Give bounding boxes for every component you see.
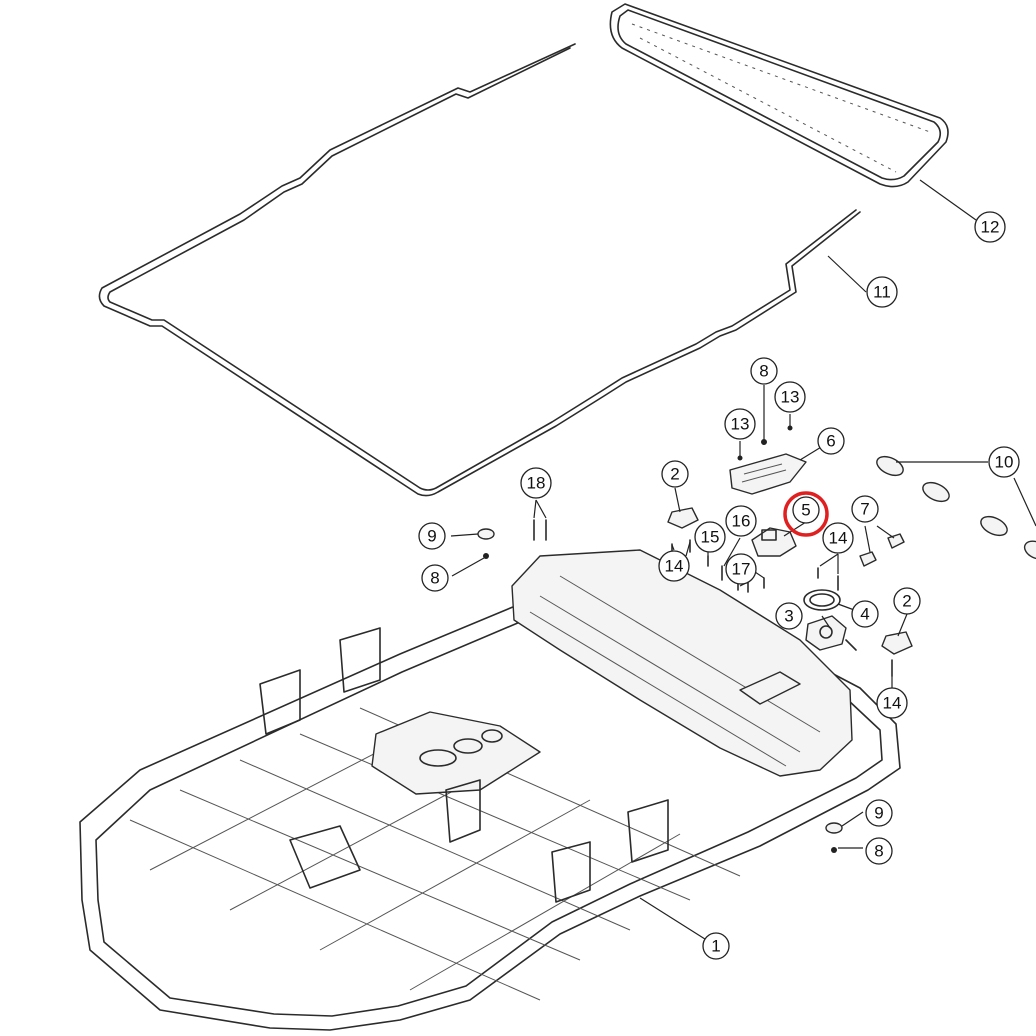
callout-12: 12 xyxy=(974,211,1006,243)
cross-bracket-part xyxy=(259,627,669,903)
callout-8: 8 xyxy=(865,837,893,865)
callout-9: 9 xyxy=(865,799,893,827)
svg-text:11: 11 xyxy=(873,283,891,302)
callout-16: 16 xyxy=(725,505,757,537)
callout-11: 11 xyxy=(866,276,898,308)
callout-14: 14 xyxy=(822,522,854,554)
callout-1: 1 xyxy=(702,932,730,960)
svg-text:14: 14 xyxy=(883,694,902,713)
svg-text:13: 13 xyxy=(781,388,800,407)
gasket-loop-part xyxy=(98,43,861,497)
svg-text:10: 10 xyxy=(995,453,1014,472)
svg-text:16: 16 xyxy=(732,512,751,531)
svg-text:2: 2 xyxy=(670,465,679,484)
callout-8: 8 xyxy=(421,564,449,592)
seal-ring-part xyxy=(803,589,841,611)
svg-text:8: 8 xyxy=(874,842,883,861)
callout-4: 4 xyxy=(851,600,879,628)
svg-text:9: 9 xyxy=(874,804,883,823)
connector-part xyxy=(805,615,857,651)
callout-6: 6 xyxy=(817,427,845,455)
callout-14: 14 xyxy=(658,550,690,582)
svg-text:15: 15 xyxy=(701,528,720,547)
svg-text:5: 5 xyxy=(801,501,810,520)
callout-2: 2 xyxy=(893,587,921,615)
svg-text:9: 9 xyxy=(427,527,436,546)
svg-text:14: 14 xyxy=(665,557,684,576)
svg-text:6: 6 xyxy=(826,432,835,451)
svg-text:7: 7 xyxy=(860,500,869,519)
callout-5-highlighted: 5 xyxy=(783,491,829,537)
svg-text:13: 13 xyxy=(731,415,750,434)
svg-text:14: 14 xyxy=(829,529,848,548)
svg-text:2: 2 xyxy=(902,592,911,611)
callout-18: 18 xyxy=(520,467,552,499)
callout-14: 14 xyxy=(876,687,908,719)
grommet-group-part xyxy=(876,455,1036,560)
leader-lines xyxy=(450,179,1036,947)
bracket-plate-part xyxy=(729,453,807,495)
svg-text:17: 17 xyxy=(732,560,751,579)
svg-text:12: 12 xyxy=(981,218,1000,237)
clip-part xyxy=(667,507,913,655)
highlight-ring xyxy=(783,491,829,537)
svg-text:8: 8 xyxy=(759,362,768,381)
callout-9: 9 xyxy=(418,522,446,550)
svg-text:1: 1 xyxy=(711,937,720,956)
callout-8: 8 xyxy=(750,357,778,385)
callout-13: 13 xyxy=(724,408,756,440)
callout-15: 15 xyxy=(694,521,726,553)
svg-text:8: 8 xyxy=(430,569,439,588)
callout-10: 10 xyxy=(988,446,1020,478)
battery-upper-housing-part xyxy=(511,549,853,777)
svg-text:4: 4 xyxy=(860,605,869,624)
callout-13: 13 xyxy=(774,381,806,413)
callout-3: 3 xyxy=(775,602,803,630)
small-nut-part xyxy=(859,533,905,567)
svg-text:3: 3 xyxy=(784,607,793,626)
svg-text:18: 18 xyxy=(527,474,546,493)
callout-7: 7 xyxy=(851,495,879,523)
callout-17: 17 xyxy=(725,553,757,585)
callout-2: 2 xyxy=(661,460,689,488)
cover-seal-part xyxy=(609,3,949,188)
